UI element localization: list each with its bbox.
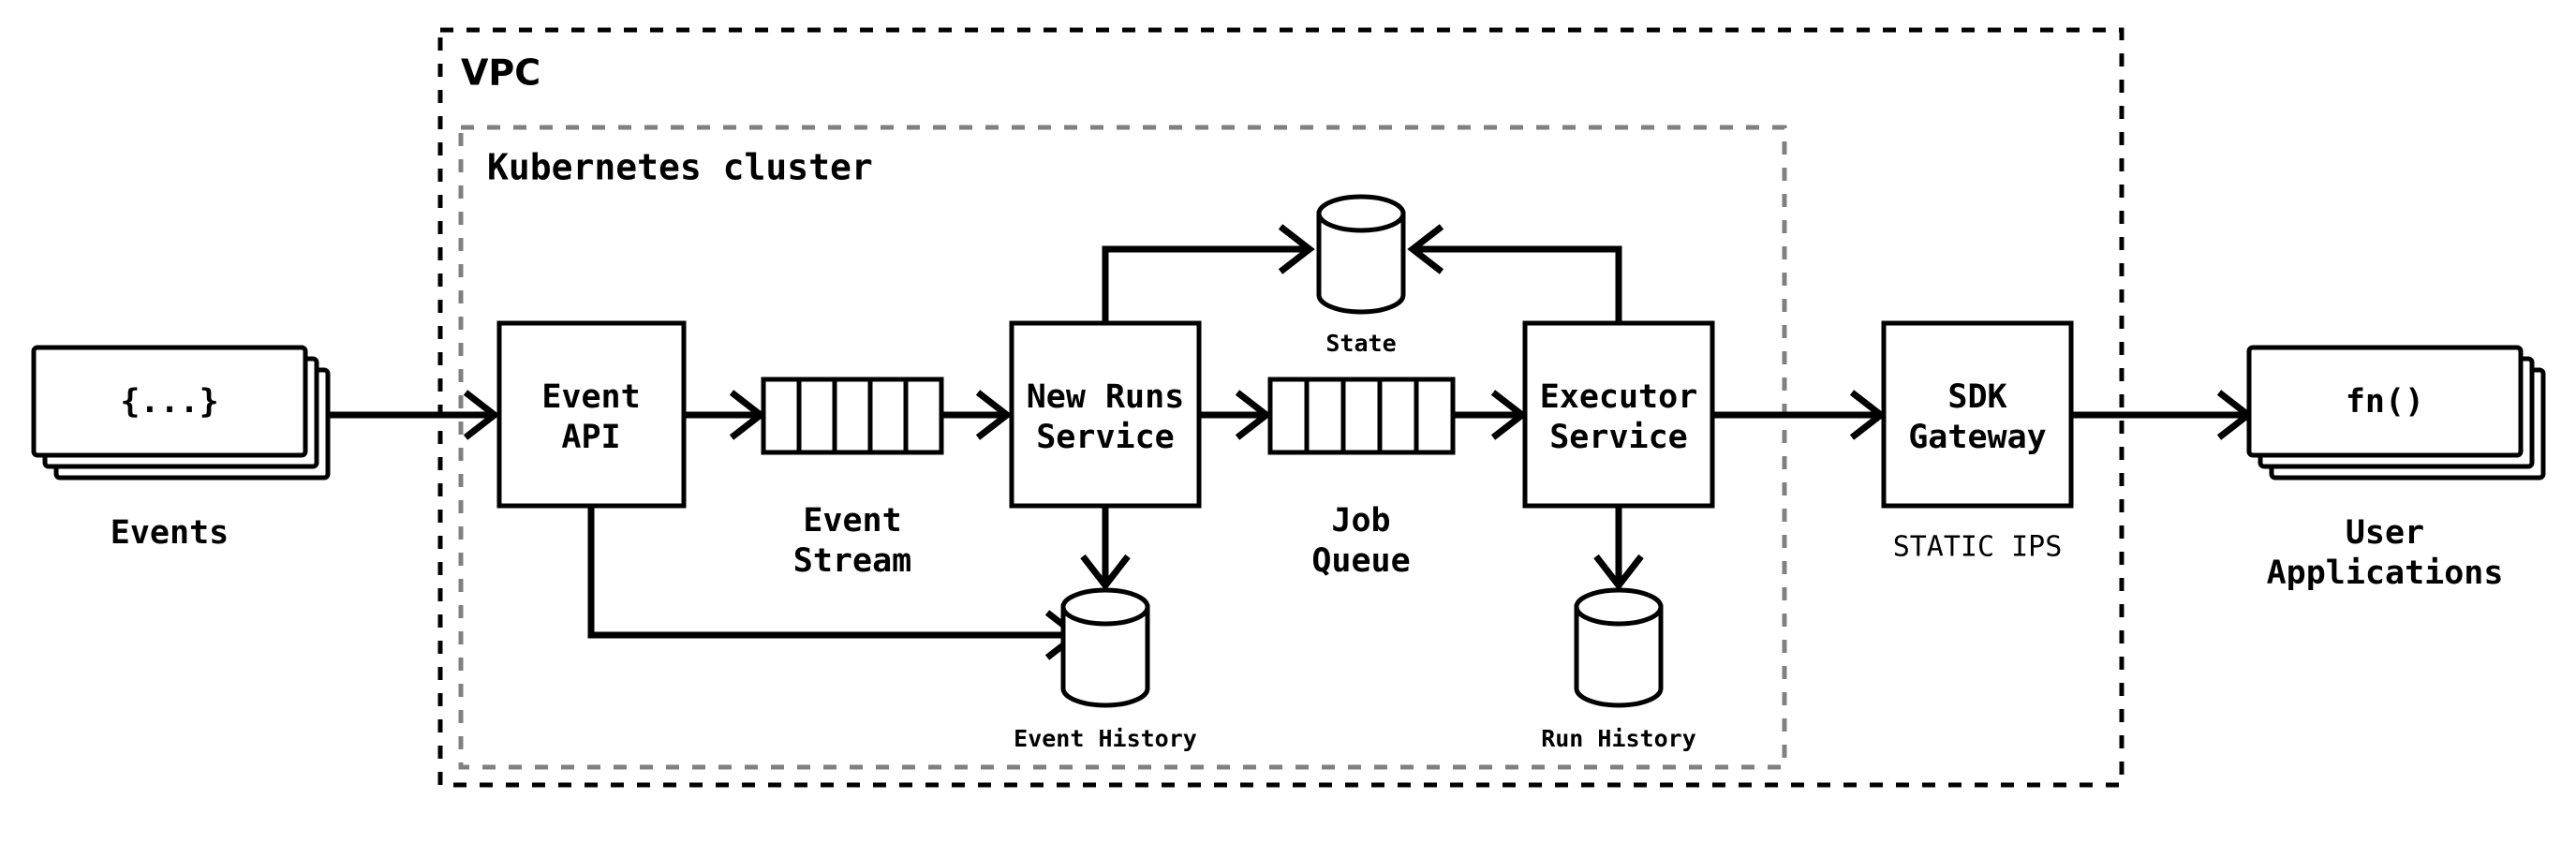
event-stream-caption-line2: Stream [793, 542, 911, 580]
edge-executor-service-to-sdk-gateway [1712, 390, 1887, 440]
node-executor-service[interactable]: Executor Service [1522, 320, 1715, 509]
edge-new-runs-service-to-event-history [1080, 506, 1131, 591]
edge-new-runs-service-to-state [1102, 224, 1315, 323]
node-new-runs-service[interactable]: New Runs Service [1009, 320, 1202, 509]
event-stream-caption-line1: Event [803, 502, 901, 540]
run-history-cylinder-top [1574, 587, 1664, 627]
group-vpc: VPC [437, 27, 2124, 788]
executor-service-label-line2: Service [1549, 419, 1688, 456]
event-api-label-line1: Event [541, 378, 640, 416]
event-stream-queue [761, 377, 944, 455]
event-history-cylinder-body [1060, 604, 1150, 708]
new-runs-service-label-line2: Service [1036, 419, 1175, 456]
edge-event-api-to-event-stream [684, 390, 766, 440]
event-api-label-line2: API [561, 419, 620, 456]
node-event-api[interactable]: Event API [496, 320, 687, 509]
run-history-cylinder-body [1574, 604, 1664, 708]
edge-new-runs-service-to-job-queue [1199, 390, 1272, 440]
sdk-gateway-label-line1: SDK [1947, 378, 2006, 416]
node-event-history[interactable]: Event History [1014, 587, 1197, 752]
executor-service-box [1522, 320, 1715, 509]
vpc-border [437, 27, 2124, 788]
event-history-caption: Event History [1014, 725, 1197, 752]
node-run-history[interactable]: Run History [1541, 587, 1696, 752]
node-event-stream[interactable]: Event Stream [761, 377, 944, 580]
state-cylinder-body [1316, 211, 1406, 315]
edge-executor-service-to-state [1407, 224, 1622, 323]
state-cylinder-top [1316, 194, 1406, 233]
edge-events-to-event-api [318, 390, 500, 440]
job-queue-queue [1267, 377, 1456, 455]
event-api-box [496, 320, 687, 509]
job-queue-caption-line1: Job [1331, 502, 1390, 540]
sdk-gateway-caption: STATIC IPS [1893, 531, 2063, 564]
node-user-applications[interactable]: fn() User Applications [2246, 345, 2546, 592]
node-sdk-gateway[interactable]: SDK Gateway STATIC IPS [1881, 320, 2074, 564]
sdk-gateway-label-line2: Gateway [1908, 419, 2047, 456]
edge-event-stream-to-new-runs-service [941, 390, 1013, 440]
job-queue-caption-line2: Queue [1311, 542, 1410, 580]
node-job-queue[interactable]: Job Queue [1267, 377, 1456, 580]
events-caption: Events [111, 514, 229, 552]
executor-service-label-line1: Executor [1540, 378, 1698, 416]
edge-sdk-gateway-to-user-applications [2072, 390, 2254, 440]
node-events[interactable]: {...} Events [31, 345, 331, 552]
kubernetes-cluster-label: Kubernetes cluster [487, 147, 873, 188]
user-applications-card-front [2246, 345, 2524, 458]
group-kubernetes-cluster: Kubernetes cluster [458, 125, 1787, 770]
edge-job-queue-to-executor-service [1453, 390, 1528, 440]
events-label: {...} [120, 383, 218, 421]
state-caption: State [1325, 330, 1396, 357]
kubernetes-cluster-border [458, 125, 1787, 770]
user-applications-caption-line2: Applications [2267, 555, 2504, 592]
event-history-cylinder-top [1060, 587, 1150, 627]
new-runs-service-box [1009, 320, 1202, 509]
user-applications-caption-line1: User [2346, 514, 2424, 552]
node-state[interactable]: State [1316, 194, 1406, 357]
user-applications-label: fn() [2346, 383, 2424, 421]
edge-executor-service-to-run-history [1593, 506, 1644, 591]
sdk-gateway-box [1881, 320, 2074, 509]
events-card-front [31, 345, 308, 458]
vpc-label: VPC [461, 52, 540, 94]
new-runs-service-label-line1: New Runs [1027, 378, 1185, 416]
run-history-caption: Run History [1541, 725, 1696, 752]
